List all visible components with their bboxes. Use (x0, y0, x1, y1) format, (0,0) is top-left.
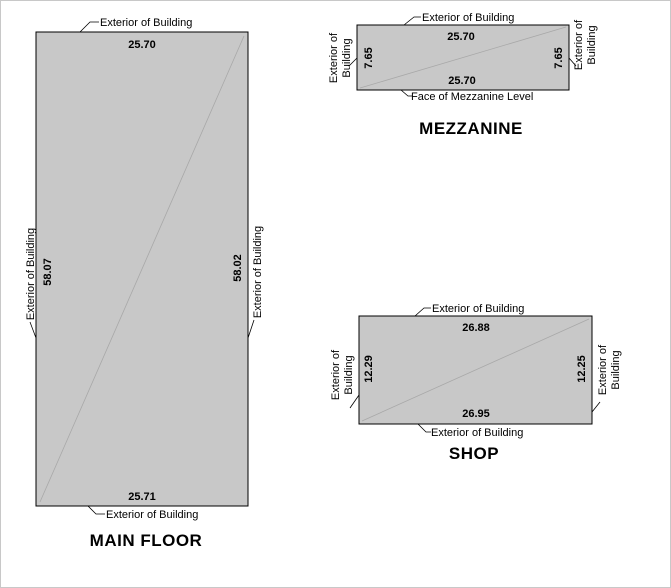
main-floor-top-dimension: 25.70 (128, 39, 156, 51)
main-floor-bottom-dimension: 25.71 (128, 491, 156, 503)
mezzanine-bottom-dimension: 25.70 (448, 75, 476, 87)
mezzanine-right-label-line1: Exterior of (573, 19, 585, 70)
main-floor-left-leader (29, 321, 37, 339)
mezzanine-right-label-line2: Building (586, 25, 598, 64)
main-floor-bottom-label: Exterior of Building (106, 509, 198, 521)
shop-right-dimension: 12.25 (576, 355, 588, 383)
shop-bottom-label: Exterior of Building (431, 427, 523, 439)
mezzanine-top-leader (403, 16, 421, 26)
shop-right-label-line2: Building (610, 350, 622, 389)
mezzanine-bottom-leader (400, 89, 412, 97)
shop-title: SHOP (449, 444, 499, 463)
mezzanine-top-dimension: 25.70 (447, 31, 475, 43)
mezzanine-plan: Exterior of Building 25.70 Face of Mezza… (328, 12, 598, 138)
main-floor-bottom-leader (87, 505, 105, 515)
shop-top-dimension: 26.88 (462, 322, 490, 334)
mezzanine-bottom-label: Face of Mezzanine Level (411, 91, 533, 103)
main-floor-left-dimension: 58.07 (42, 258, 54, 286)
main-floor-right-label: Exterior of Building (252, 226, 264, 318)
shop-plan: Exterior of Building 26.88 Exterior of B… (330, 303, 622, 463)
main-floor-left-label: Exterior of Building (25, 228, 37, 320)
mezzanine-left-label-line1: Exterior of (328, 32, 340, 83)
mezzanine-left-label-line2: Building (341, 38, 353, 77)
shop-left-dimension: 12.29 (363, 355, 375, 383)
shop-left-leader (349, 394, 360, 409)
shop-top-leader (414, 307, 431, 317)
shop-left-label-line2: Building (343, 355, 355, 394)
main-floor-right-leader (247, 319, 255, 339)
mezzanine-title: MEZZANINE (419, 119, 523, 138)
main-floor-top-label: Exterior of Building (100, 17, 192, 29)
main-floor-top-leader (79, 21, 99, 33)
main-floor-room (35, 31, 249, 507)
shop-bottom-leader (417, 423, 431, 433)
shop-right-leader (591, 401, 601, 413)
mezzanine-left-leader (348, 57, 358, 67)
main-floor-plan: Exterior of Building 25.70 Exterior of B… (25, 17, 264, 550)
mezzanine-top-label: Exterior of Building (422, 12, 514, 24)
main-floor-right-dimension: 58.02 (232, 254, 244, 282)
mezzanine-right-leader (568, 57, 577, 67)
shop-top-label: Exterior of Building (432, 303, 524, 315)
mezzanine-right-dimension: 7.65 (553, 47, 565, 68)
shop-left-label-line1: Exterior of (330, 349, 342, 400)
mezzanine-diagonal (359, 26, 567, 89)
shop-bottom-dimension: 26.95 (462, 408, 490, 420)
shop-right-label-line1: Exterior of (597, 344, 609, 395)
main-floor-diagonal (39, 35, 245, 503)
main-floor-title: MAIN FLOOR (90, 531, 203, 550)
shop-diagonal (361, 318, 590, 422)
mezzanine-left-dimension: 7.65 (363, 47, 375, 68)
